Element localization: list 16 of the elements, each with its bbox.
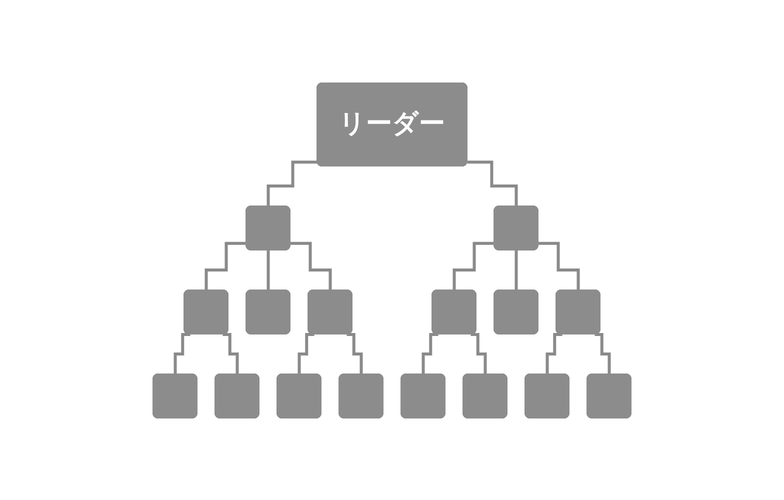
connector xyxy=(222,332,239,376)
connector xyxy=(538,241,580,292)
connector xyxy=(467,160,518,208)
connector xyxy=(346,332,363,376)
connector xyxy=(290,241,332,292)
connector xyxy=(298,332,314,376)
connector xyxy=(266,248,270,292)
connector xyxy=(546,332,562,376)
connector xyxy=(174,332,190,376)
connector xyxy=(422,332,438,376)
connector xyxy=(204,241,246,292)
connector xyxy=(452,241,494,292)
connector xyxy=(470,332,487,376)
connector xyxy=(594,332,611,376)
connector xyxy=(514,248,518,292)
connector xyxy=(266,160,318,208)
